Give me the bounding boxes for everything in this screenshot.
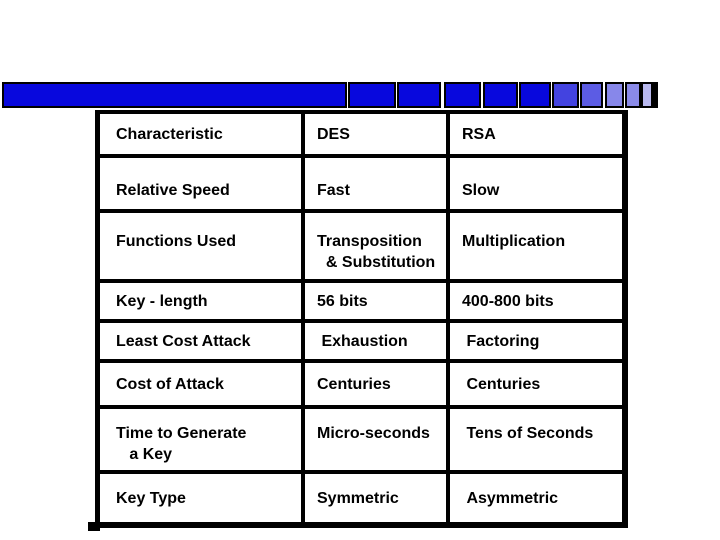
bar-segment-5 — [483, 82, 518, 108]
cell-cost-of-attack-label: Cost of Attack — [100, 363, 305, 409]
cell-relative-speed-rsa: Slow — [450, 158, 622, 213]
comparison-table: Characteristic DES RSA Relative Speed Fa… — [95, 110, 628, 528]
cell-key-length-rsa: 400-800 bits — [450, 283, 622, 323]
bar-segment-6 — [519, 82, 551, 108]
cell-key-length-label: Key - length — [100, 283, 305, 323]
cell-time-to-generate-des: Micro-seconds — [305, 409, 450, 474]
bar-end-cap — [652, 82, 658, 108]
bar-segment-3 — [397, 82, 441, 108]
cell-relative-speed-label: Relative Speed — [100, 158, 305, 213]
cell-key-length-des: 56 bits — [305, 283, 450, 323]
cell-relative-speed-des: Fast — [305, 158, 450, 213]
cell-cost-of-attack-des: Centuries — [305, 363, 450, 409]
cell-least-cost-attack-rsa: Factoring — [450, 323, 622, 363]
bar-segment-9 — [605, 82, 624, 108]
bar-segment-8 — [580, 82, 603, 108]
cell-cost-of-attack-rsa: Centuries — [450, 363, 622, 409]
cell-key-type-des: Symmetric — [305, 474, 450, 522]
header-rsa: RSA — [450, 114, 622, 158]
decor-bar — [0, 82, 720, 110]
bar-segment-2 — [348, 82, 396, 108]
cell-functions-used-rsa: Multiplication — [450, 213, 622, 283]
cell-key-type-label: Key Type — [100, 474, 305, 522]
bar-segment-1 — [2, 82, 347, 108]
cell-time-to-generate-label: Time to Generate a Key — [100, 409, 305, 474]
bar-segment-10 — [625, 82, 641, 108]
cell-key-type-rsa: Asymmetric — [462, 489, 559, 507]
cell-time-to-generate-rsa: Tens of Seconds — [450, 409, 622, 474]
cell-functions-used-label: Functions Used — [100, 213, 305, 283]
header-characteristic: Characteristic — [100, 114, 305, 158]
bar-segment-7 — [552, 82, 579, 108]
cell-functions-used-des: Transposition & Substitution — [305, 213, 450, 283]
bar-segment-4 — [444, 82, 481, 108]
cell-least-cost-attack-label: Least Cost Attack — [100, 323, 305, 363]
table-shadow-nub — [88, 522, 100, 531]
header-des: DES — [305, 114, 450, 158]
cell-least-cost-attack-des: Exhaustion — [305, 323, 450, 363]
